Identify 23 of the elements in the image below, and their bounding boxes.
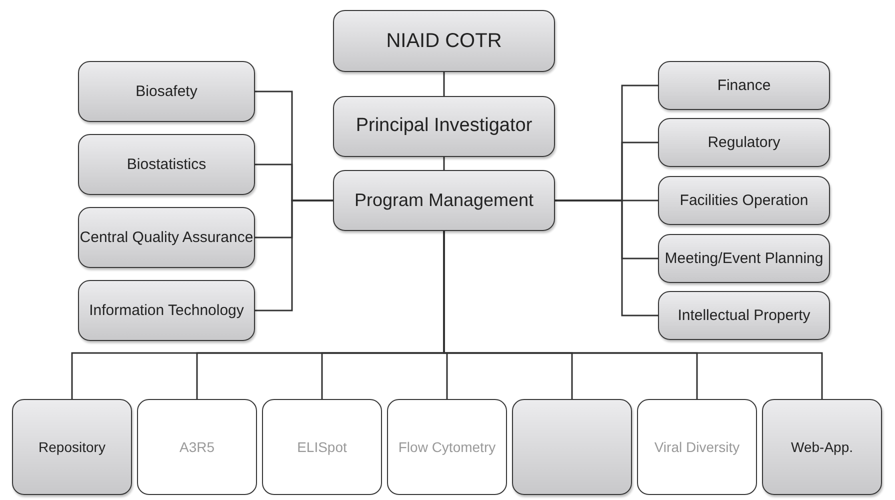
node-label: Meeting/Event Planning [664, 250, 824, 268]
node-label: Information Technology [89, 302, 244, 320]
empty-org-box [512, 399, 632, 495]
connector-line [443, 72, 445, 96]
node-label: Repository [38, 438, 106, 456]
connector-line [555, 200, 658, 316]
node-label: Program Management [354, 190, 534, 212]
node-label: Intellectual Property [678, 306, 810, 324]
node-label: Principal Investigator [356, 115, 532, 138]
node-label: Central Quality Assurance [80, 228, 254, 246]
connector-line [255, 200, 333, 312]
node-label: Regulatory [708, 134, 780, 152]
node-label: Biostatistics [126, 156, 206, 174]
connector-line [443, 157, 445, 170]
node-label: Flow Cytometry [398, 438, 496, 456]
node-label: Biosafety [136, 82, 198, 100]
node-label: Web-App. [791, 438, 853, 456]
node-label: NIAID COTR [386, 29, 502, 53]
node-label: Facilities Operation [680, 192, 808, 210]
node-label: Viral Diversity [654, 438, 740, 456]
node-label: Finance [717, 76, 771, 94]
node-label: ELISpot [297, 438, 347, 456]
node-label: A3R5 [179, 438, 215, 456]
